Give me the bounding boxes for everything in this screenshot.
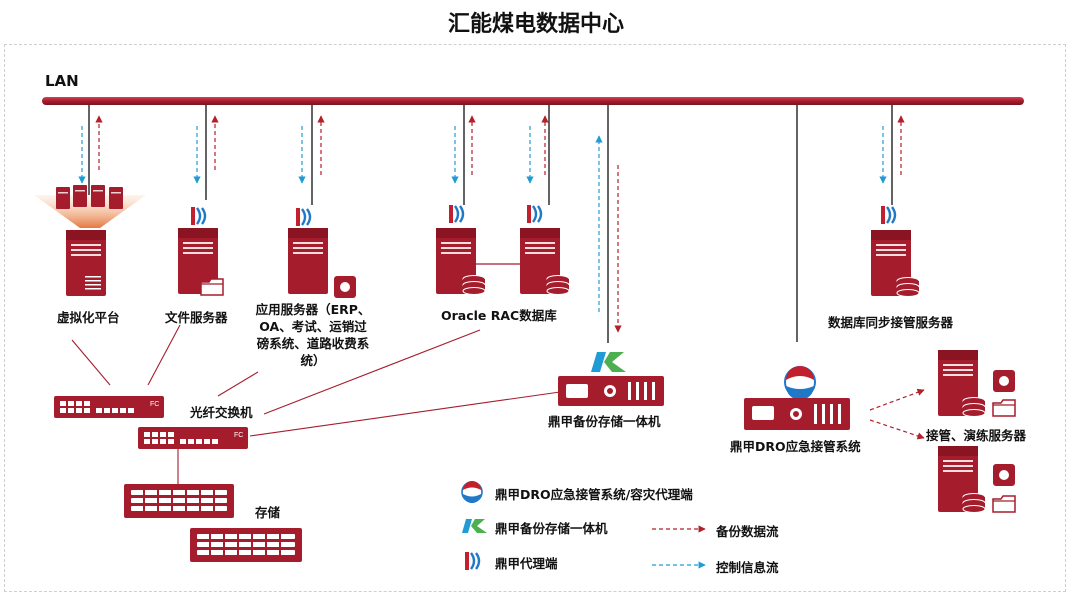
label-fiber-switch: 光纤交换机 bbox=[190, 405, 253, 420]
app-server bbox=[288, 206, 356, 298]
file-server bbox=[178, 205, 224, 296]
fc-label-1: FC bbox=[150, 401, 159, 408]
lan-bus bbox=[42, 97, 1024, 105]
label-dro-system: 鼎甲DRO应急接管系统 bbox=[730, 439, 861, 454]
legend-agent-icon bbox=[463, 550, 481, 572]
dro-logo-icon bbox=[784, 366, 816, 400]
legend-backup-flow-label: 备份数据流 bbox=[716, 524, 779, 539]
label-backup-appliance: 鼎甲备份存储一体机 bbox=[548, 414, 661, 429]
legend-backup-appliance-label: 鼎甲备份存储一体机 bbox=[495, 521, 608, 536]
storage-arrays bbox=[124, 484, 302, 562]
label-oracle-rac: Oracle RAC数据库 bbox=[441, 308, 557, 323]
legend-control-flow-label: 控制信息流 bbox=[716, 560, 779, 575]
virtualization-server bbox=[34, 185, 146, 296]
san-links bbox=[71, 324, 561, 484]
label-app-server-line-3: 磅系统、道路收费系 bbox=[256, 336, 370, 351]
label-app-server-line-1: 应用服务器（ERP、 bbox=[255, 302, 371, 317]
legend-agent-label: 鼎甲代理端 bbox=[495, 556, 558, 571]
diagram-title: 汇能煤电数据中心 bbox=[447, 12, 624, 37]
db-sync-server bbox=[871, 204, 920, 297]
lan-drops bbox=[88, 105, 893, 343]
fiber-switch-2: FC bbox=[138, 427, 248, 449]
fiber-switch-1: FC bbox=[54, 396, 164, 418]
fc-label-2: FC bbox=[234, 432, 243, 439]
control-flow-arrows bbox=[78, 126, 887, 312]
label-virtualization: 虚拟化平台 bbox=[57, 310, 120, 325]
diagram-frame bbox=[4, 44, 1066, 592]
legend-dro-icon bbox=[461, 481, 483, 503]
oracle-rac-servers bbox=[436, 203, 570, 295]
takeover-arrows bbox=[869, 388, 925, 440]
legend-backup-appliance-icon bbox=[462, 519, 487, 533]
label-file-server: 文件服务器 bbox=[165, 310, 228, 325]
label-takeover-servers: 接管、演练服务器 bbox=[926, 428, 1027, 443]
backup-flow-arrows bbox=[95, 115, 905, 333]
label-app-server-line-4: 统） bbox=[300, 353, 326, 368]
dro-system bbox=[744, 366, 850, 430]
label-storage: 存储 bbox=[255, 505, 281, 520]
label-app-server-line-2: OA、考试、运销过 bbox=[259, 319, 367, 334]
label-app-server: 应用服务器（ERP、 OA、考试、运销过 磅系统、道路收费系 统） bbox=[248, 301, 378, 369]
label-db-sync: 数据库同步接管服务器 bbox=[828, 315, 954, 330]
lan-label: LAN bbox=[45, 72, 79, 90]
backup-appliance bbox=[558, 352, 664, 406]
legend-dro-label: 鼎甲DRO应急接管系统/容灾代理端 bbox=[495, 487, 693, 502]
backup-logo-icon bbox=[591, 352, 626, 372]
